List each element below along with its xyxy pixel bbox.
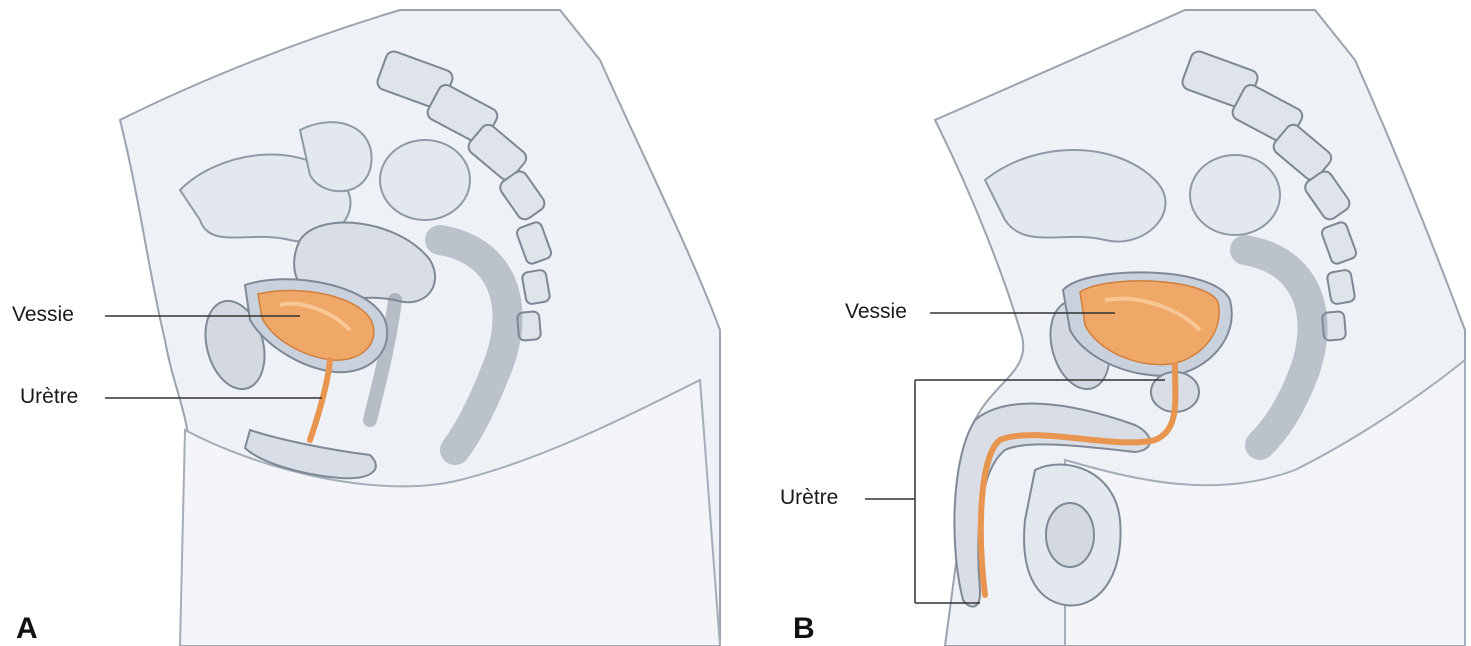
panel-letter-b: B [793, 612, 815, 646]
intestines [985, 150, 1280, 242]
bladder-label: Vessie [845, 300, 907, 324]
panel-male: Vessie Urètre B [735, 0, 1471, 646]
female-pelvis-illustration [0, 0, 735, 646]
panel-female: Vessie Urètre A [0, 0, 735, 646]
urethra-label: Urètre [780, 486, 838, 510]
panel-letter-a: A [16, 612, 38, 646]
urethra-label: Urètre [20, 385, 78, 409]
testis [1046, 503, 1094, 567]
bladder-label: Vessie [12, 303, 74, 327]
